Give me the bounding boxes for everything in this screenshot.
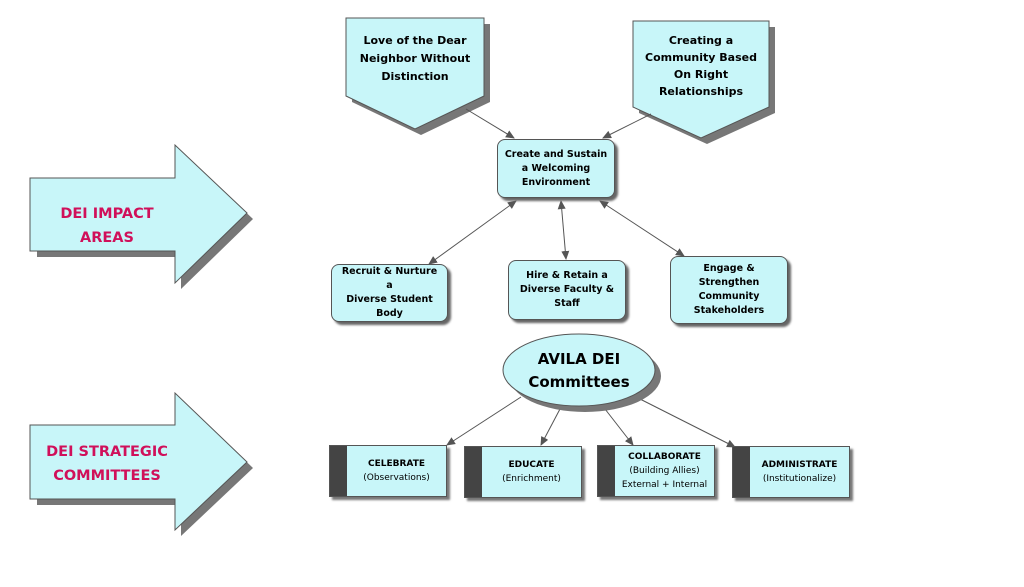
committee-title: COLLABORATE [628, 452, 701, 462]
pentagon-right [632, 20, 775, 144]
connector-ellipse-celebrate [446, 396, 522, 446]
committee-educate: EDUCATE (Enrichment) [464, 446, 582, 498]
ellipse-text: AVILA DEI Committees [528, 350, 630, 391]
connector-left-to-center [465, 108, 515, 139]
center-box-welcoming: Create and Sustain a Welcoming Environme… [497, 139, 615, 198]
committees-ellipse [502, 333, 661, 412]
committee-subtitle: (Observations) [363, 473, 430, 483]
box-recruit-students: Recruit & Nurture a Diverse Student Body [331, 264, 448, 322]
committee-subtitle: (Institutionalize) [762, 474, 837, 484]
committee-subtitle: (Enrichment) [502, 474, 561, 484]
committee-bar [733, 447, 750, 497]
connector-ellipse-collaborate [604, 408, 634, 446]
impact-block-arrow [29, 143, 253, 289]
committee-bar [465, 447, 482, 497]
pentagon-left [345, 17, 490, 135]
committee-bar [330, 446, 347, 496]
strategic-block-arrow [29, 391, 253, 536]
committee-title: EDUCATE [508, 460, 555, 470]
connector-ellipse-educate [540, 408, 561, 446]
committee-collaborate: COLLABORATE (Building Allies) External +… [597, 445, 715, 497]
connector-center-recruit [428, 200, 517, 265]
strategic-committees-label: DEI STRATEGIC COMMITTEES [46, 444, 168, 484]
connector-right-to-center [602, 113, 652, 139]
box-hire-faculty: Hire & Retain a Diverse Faculty & Staff [508, 260, 626, 320]
impact-areas-label: DEI IMPACT AREAS [60, 206, 154, 246]
committee-bar [598, 446, 615, 496]
connector-center-engage [599, 200, 685, 257]
committee-title: CELEBRATE [368, 459, 425, 469]
pentagon-left-text: Love of the Dear Neighbor Without Distin… [359, 34, 471, 83]
pentagon-right-text: Creating a Community Based On Right Rela… [645, 34, 757, 98]
committee-title: ADMINISTRATE [761, 460, 838, 470]
connector-ellipse-administrate [637, 397, 736, 448]
committee-celebrate: CELEBRATE (Observations) [329, 445, 447, 497]
connector-center-hire [557, 200, 570, 260]
committee-subtitle: (Building Allies) External + Internal [621, 466, 708, 490]
box-engage-stakeholders: Engage & Strengthen Community Stakeholde… [670, 256, 788, 324]
committee-administrate: ADMINISTRATE (Institutionalize) [732, 446, 850, 498]
